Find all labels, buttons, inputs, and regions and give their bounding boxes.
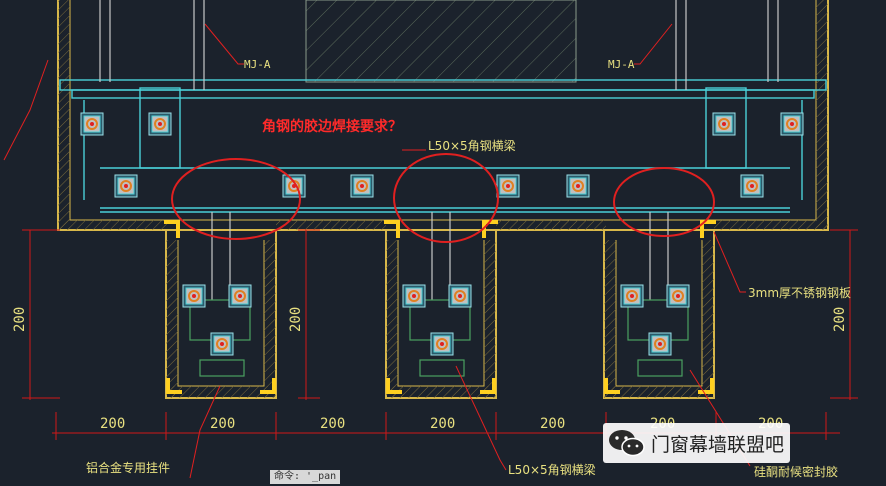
dim-bottom-1: 200 — [100, 416, 125, 432]
review-circles — [171, 153, 715, 243]
weld-question-annotation: 角钢的胶边焊接要求？ — [262, 118, 402, 135]
top-glass-panel — [305, 0, 577, 83]
steel-plate-label: 3mm厚不锈钢钢板 — [748, 286, 851, 300]
sealant-label: 硅酮耐候密封胶 — [754, 464, 838, 479]
dim-vertical-mid: 200 — [288, 307, 304, 332]
dimension-lines — [22, 229, 858, 440]
watermark: 门窗幕墙联盟吧 — [603, 423, 791, 463]
channel-left — [165, 230, 277, 399]
aluminum-hanger-label: 铝合金专用挂件 — [86, 460, 170, 475]
dim-bottom-2: 200 — [210, 416, 235, 432]
dim-bottom-3: 200 — [320, 416, 345, 432]
dim-vertical-right: 200 — [832, 307, 848, 332]
channel-mid — [385, 230, 497, 399]
mj-label-right: MJ-A — [608, 58, 635, 71]
command-line[interactable]: 命令: '_pan — [270, 470, 341, 484]
mj-label-left: MJ-A — [244, 58, 271, 71]
dimension-labels: 200 200 200 200 200 200 200 200 200 200 — [12, 307, 848, 432]
angle-beam-label-top: L50×5角钢横梁 — [428, 138, 516, 153]
dim-vertical-left: 200 — [12, 307, 28, 332]
channel-right — [603, 230, 715, 399]
outer-wall — [57, 0, 829, 231]
wechat-icon — [609, 430, 645, 457]
stainless-brackets — [164, 220, 716, 394]
watermark-text: 门窗幕墙联盟吧 — [651, 433, 785, 456]
angle-beam-label-bottom: L50×5角钢横梁 — [508, 462, 596, 477]
dim-bottom-5: 200 — [540, 416, 565, 432]
leader-lines — [3, 23, 751, 479]
dim-bottom-4: 200 — [430, 416, 455, 432]
